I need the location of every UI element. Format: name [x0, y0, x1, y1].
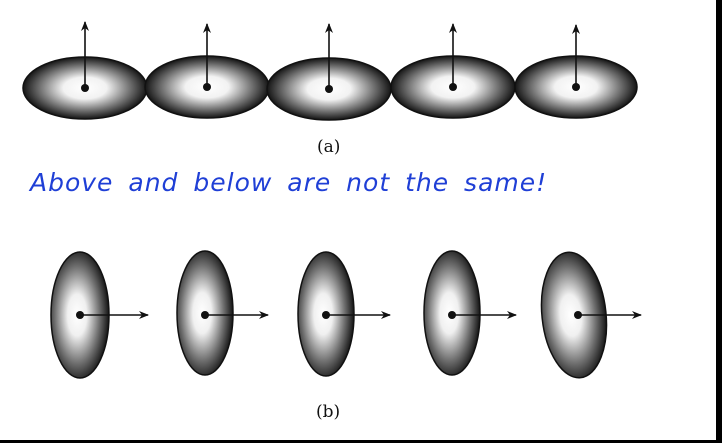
handwritten-annotation: Above and below are not the same!	[30, 168, 548, 197]
caption-b: (b)	[316, 402, 341, 422]
disc-b-5	[540, 251, 642, 379]
disc-a-3	[266, 23, 392, 121]
disc-b-3	[297, 251, 391, 377]
disc-b-2	[176, 250, 269, 376]
row-a-spins	[22, 21, 638, 121]
disc-a-1	[22, 21, 148, 120]
disc-b-1	[50, 251, 149, 379]
disc-a-5	[514, 24, 638, 119]
disc-a-2	[144, 23, 270, 119]
disc-a-4	[390, 23, 516, 119]
caption-a: (a)	[317, 137, 341, 157]
disc-b-4	[423, 250, 517, 376]
row-b-spins	[50, 250, 642, 379]
